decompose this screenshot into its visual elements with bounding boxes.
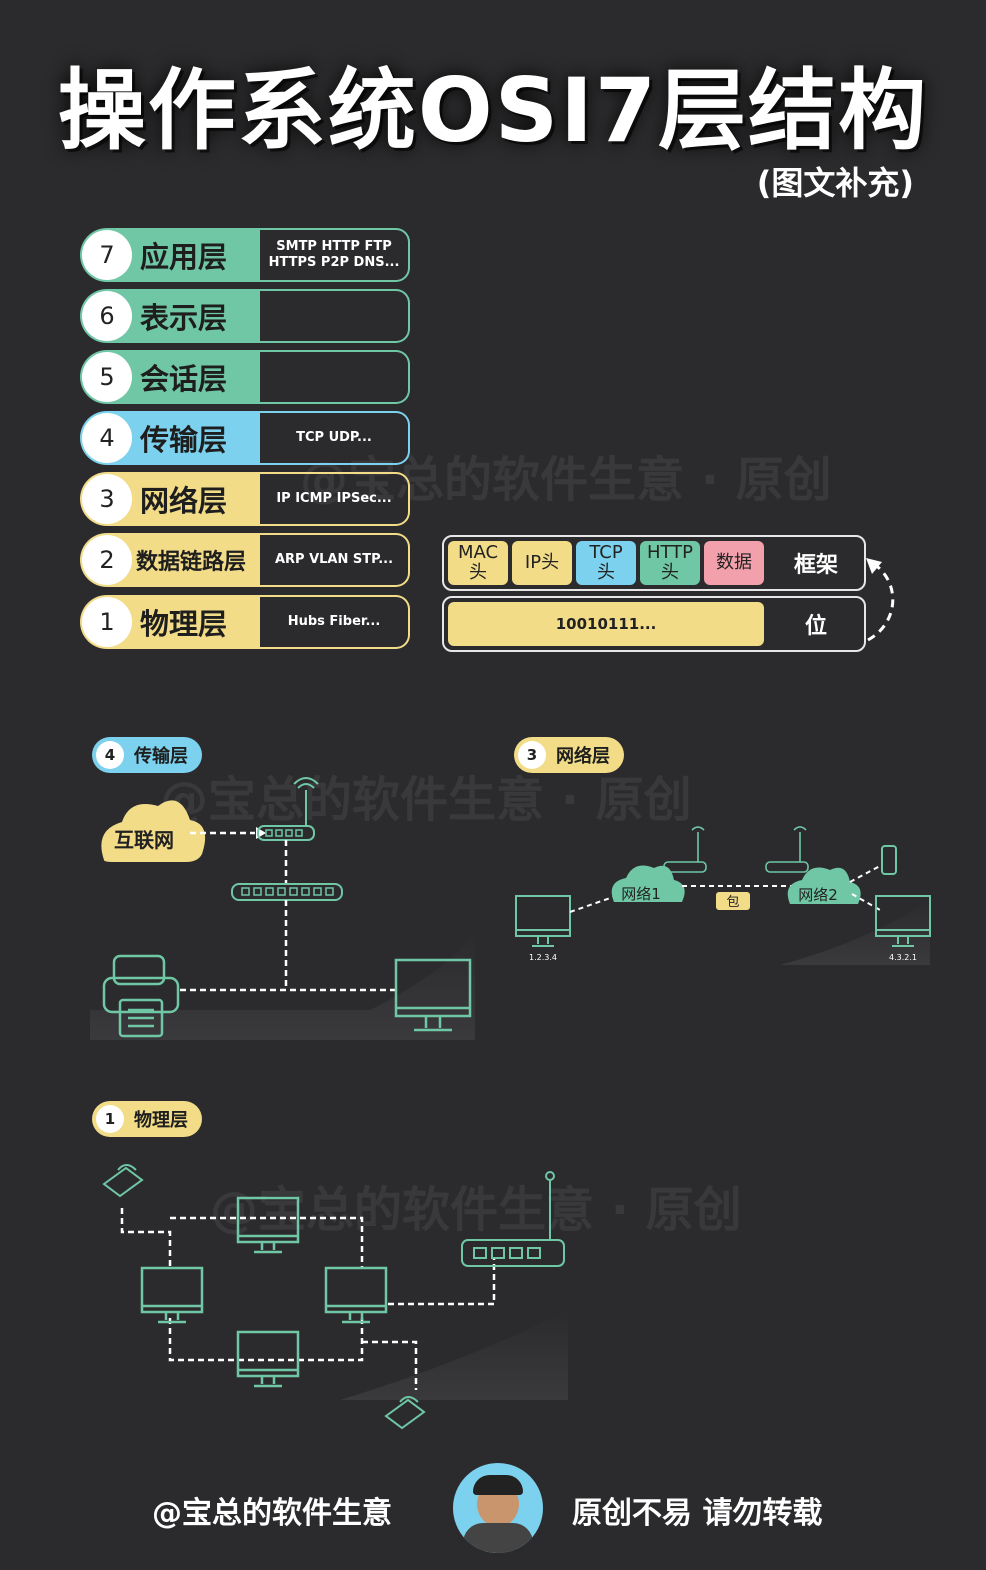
computer-icon-top	[236, 1196, 300, 1254]
bits-structure: 10010111... 位	[442, 596, 866, 652]
computer-icon-left	[140, 1266, 204, 1324]
layer-name: 物理层	[140, 607, 228, 641]
computer-icon-bottom	[236, 1330, 300, 1388]
page-title: 操作系统OSI7层结构	[57, 59, 929, 162]
frame-segment-mac: MAC 头	[448, 541, 508, 585]
network-layer-diagram: 1.2.3.4 网络1 包 网络2 4.3.2.1	[515, 826, 931, 965]
layer-number: 2	[82, 535, 132, 585]
physical-layer-diagram	[102, 1164, 568, 1430]
layer-row-6: 6 表示层	[80, 289, 412, 343]
telephone-icon-top	[102, 1164, 144, 1198]
layer-name: 数据链路层	[136, 550, 247, 575]
page-subtitle: (图文补充)	[756, 164, 914, 202]
smartphone-icon	[881, 845, 897, 875]
layer-name: 传输层	[140, 423, 228, 457]
frame-segment-http: HTTP 头	[640, 541, 700, 585]
frame-segment-ip: IP头	[512, 541, 572, 585]
packet-tag	[716, 892, 750, 910]
badge-label: 传输层	[134, 746, 188, 767]
packet-label: 包	[726, 895, 739, 910]
computer-icon-right	[324, 1266, 388, 1324]
network-switch-icon	[231, 883, 343, 901]
badge-number: 1	[96, 1105, 124, 1133]
layer-row-4: 4 传输层 TCP UDP...	[80, 411, 412, 465]
layer-number: 4	[82, 413, 132, 463]
layer-name: 网络层	[140, 484, 228, 518]
layer-row-7: 7 应用层 SMTP HTTP FTP HTTPS P2P DNS...	[80, 228, 412, 282]
frame-label: 框架	[793, 553, 838, 578]
printer-icon	[102, 954, 180, 1038]
layer-name: 应用层	[140, 240, 228, 274]
network-1-cloud	[611, 865, 685, 902]
layer-row-2: 2 数据链路层 ARP VLAN STP...	[80, 533, 412, 587]
layer-number: 6	[82, 291, 132, 341]
telephone-icon-bottom	[384, 1396, 426, 1430]
layer-number: 1	[82, 597, 132, 647]
computer-right-icon	[875, 895, 931, 947]
watermark: @宝总的软件生意 · 原创	[160, 772, 692, 828]
badge-label: 物理层	[134, 1110, 188, 1131]
network-section-badge: 3 网络层	[514, 737, 624, 773]
bits-value: 10010111...	[448, 602, 764, 646]
network-2-cloud	[787, 867, 861, 904]
layer-name: 会话层	[140, 362, 228, 396]
layer-row-3: 3 网络层 IP ICMP IPSec...	[80, 472, 412, 526]
layer-row-5: 5 会话层	[80, 350, 412, 404]
hub-icon	[461, 1171, 565, 1267]
layer-protocols: ARP VLAN STP...	[260, 533, 410, 587]
layer-number: 7	[82, 230, 132, 280]
transport-section-badge: 4 传输层	[92, 737, 202, 773]
layer-protocols: IP ICMP IPSec...	[260, 472, 410, 526]
router-1-icon	[663, 826, 707, 873]
frame-structure: MAC 头 IP头 TCP 头 HTTP 头 数据 框架	[442, 535, 866, 591]
layer-number: 3	[82, 474, 132, 524]
internet-cloud	[101, 800, 206, 862]
router-2-icon	[765, 826, 809, 873]
badge-label: 网络层	[556, 746, 610, 767]
network-1-label: 网络1	[621, 885, 661, 903]
bits-to-frame-arrow	[866, 558, 895, 642]
network-2-label: 网络2	[798, 886, 838, 904]
footer-author: @宝总的软件生意	[152, 1496, 392, 1531]
layer-protocols: Hubs Fiber...	[260, 595, 410, 649]
frame-segment-tcp: TCP 头	[576, 541, 636, 585]
layer-protocols	[260, 289, 410, 343]
bits-label: 位	[804, 614, 827, 639]
computer-left-icon	[515, 895, 571, 947]
computer-monitor-icon	[394, 958, 472, 1032]
footer-notice: 原创不易 请勿转载	[572, 1496, 823, 1531]
layer-protocols: TCP UDP...	[260, 411, 410, 465]
layer-name: 表示层	[140, 301, 228, 335]
frame-segment-data: 数据	[704, 541, 764, 585]
ip-right-label: 4.3.2.1	[889, 953, 917, 962]
transport-layer-diagram: 互联网	[90, 777, 475, 1040]
physical-section-badge: 1 物理层	[92, 1101, 202, 1137]
internet-label: 互联网	[114, 828, 174, 852]
badge-number: 3	[518, 741, 546, 769]
wifi-router-icon	[257, 777, 319, 841]
badge-number: 4	[96, 741, 124, 769]
layer-protocols	[260, 350, 410, 404]
ip-left-label: 1.2.3.4	[529, 953, 557, 962]
layer-row-1: 1 物理层 Hubs Fiber...	[80, 595, 412, 649]
watermark: @宝总的软件生意 · 原创	[300, 452, 832, 508]
layer-number: 5	[82, 352, 132, 402]
avatar	[450, 1460, 546, 1556]
layer-protocols: SMTP HTTP FTP HTTPS P2P DNS...	[260, 228, 410, 282]
